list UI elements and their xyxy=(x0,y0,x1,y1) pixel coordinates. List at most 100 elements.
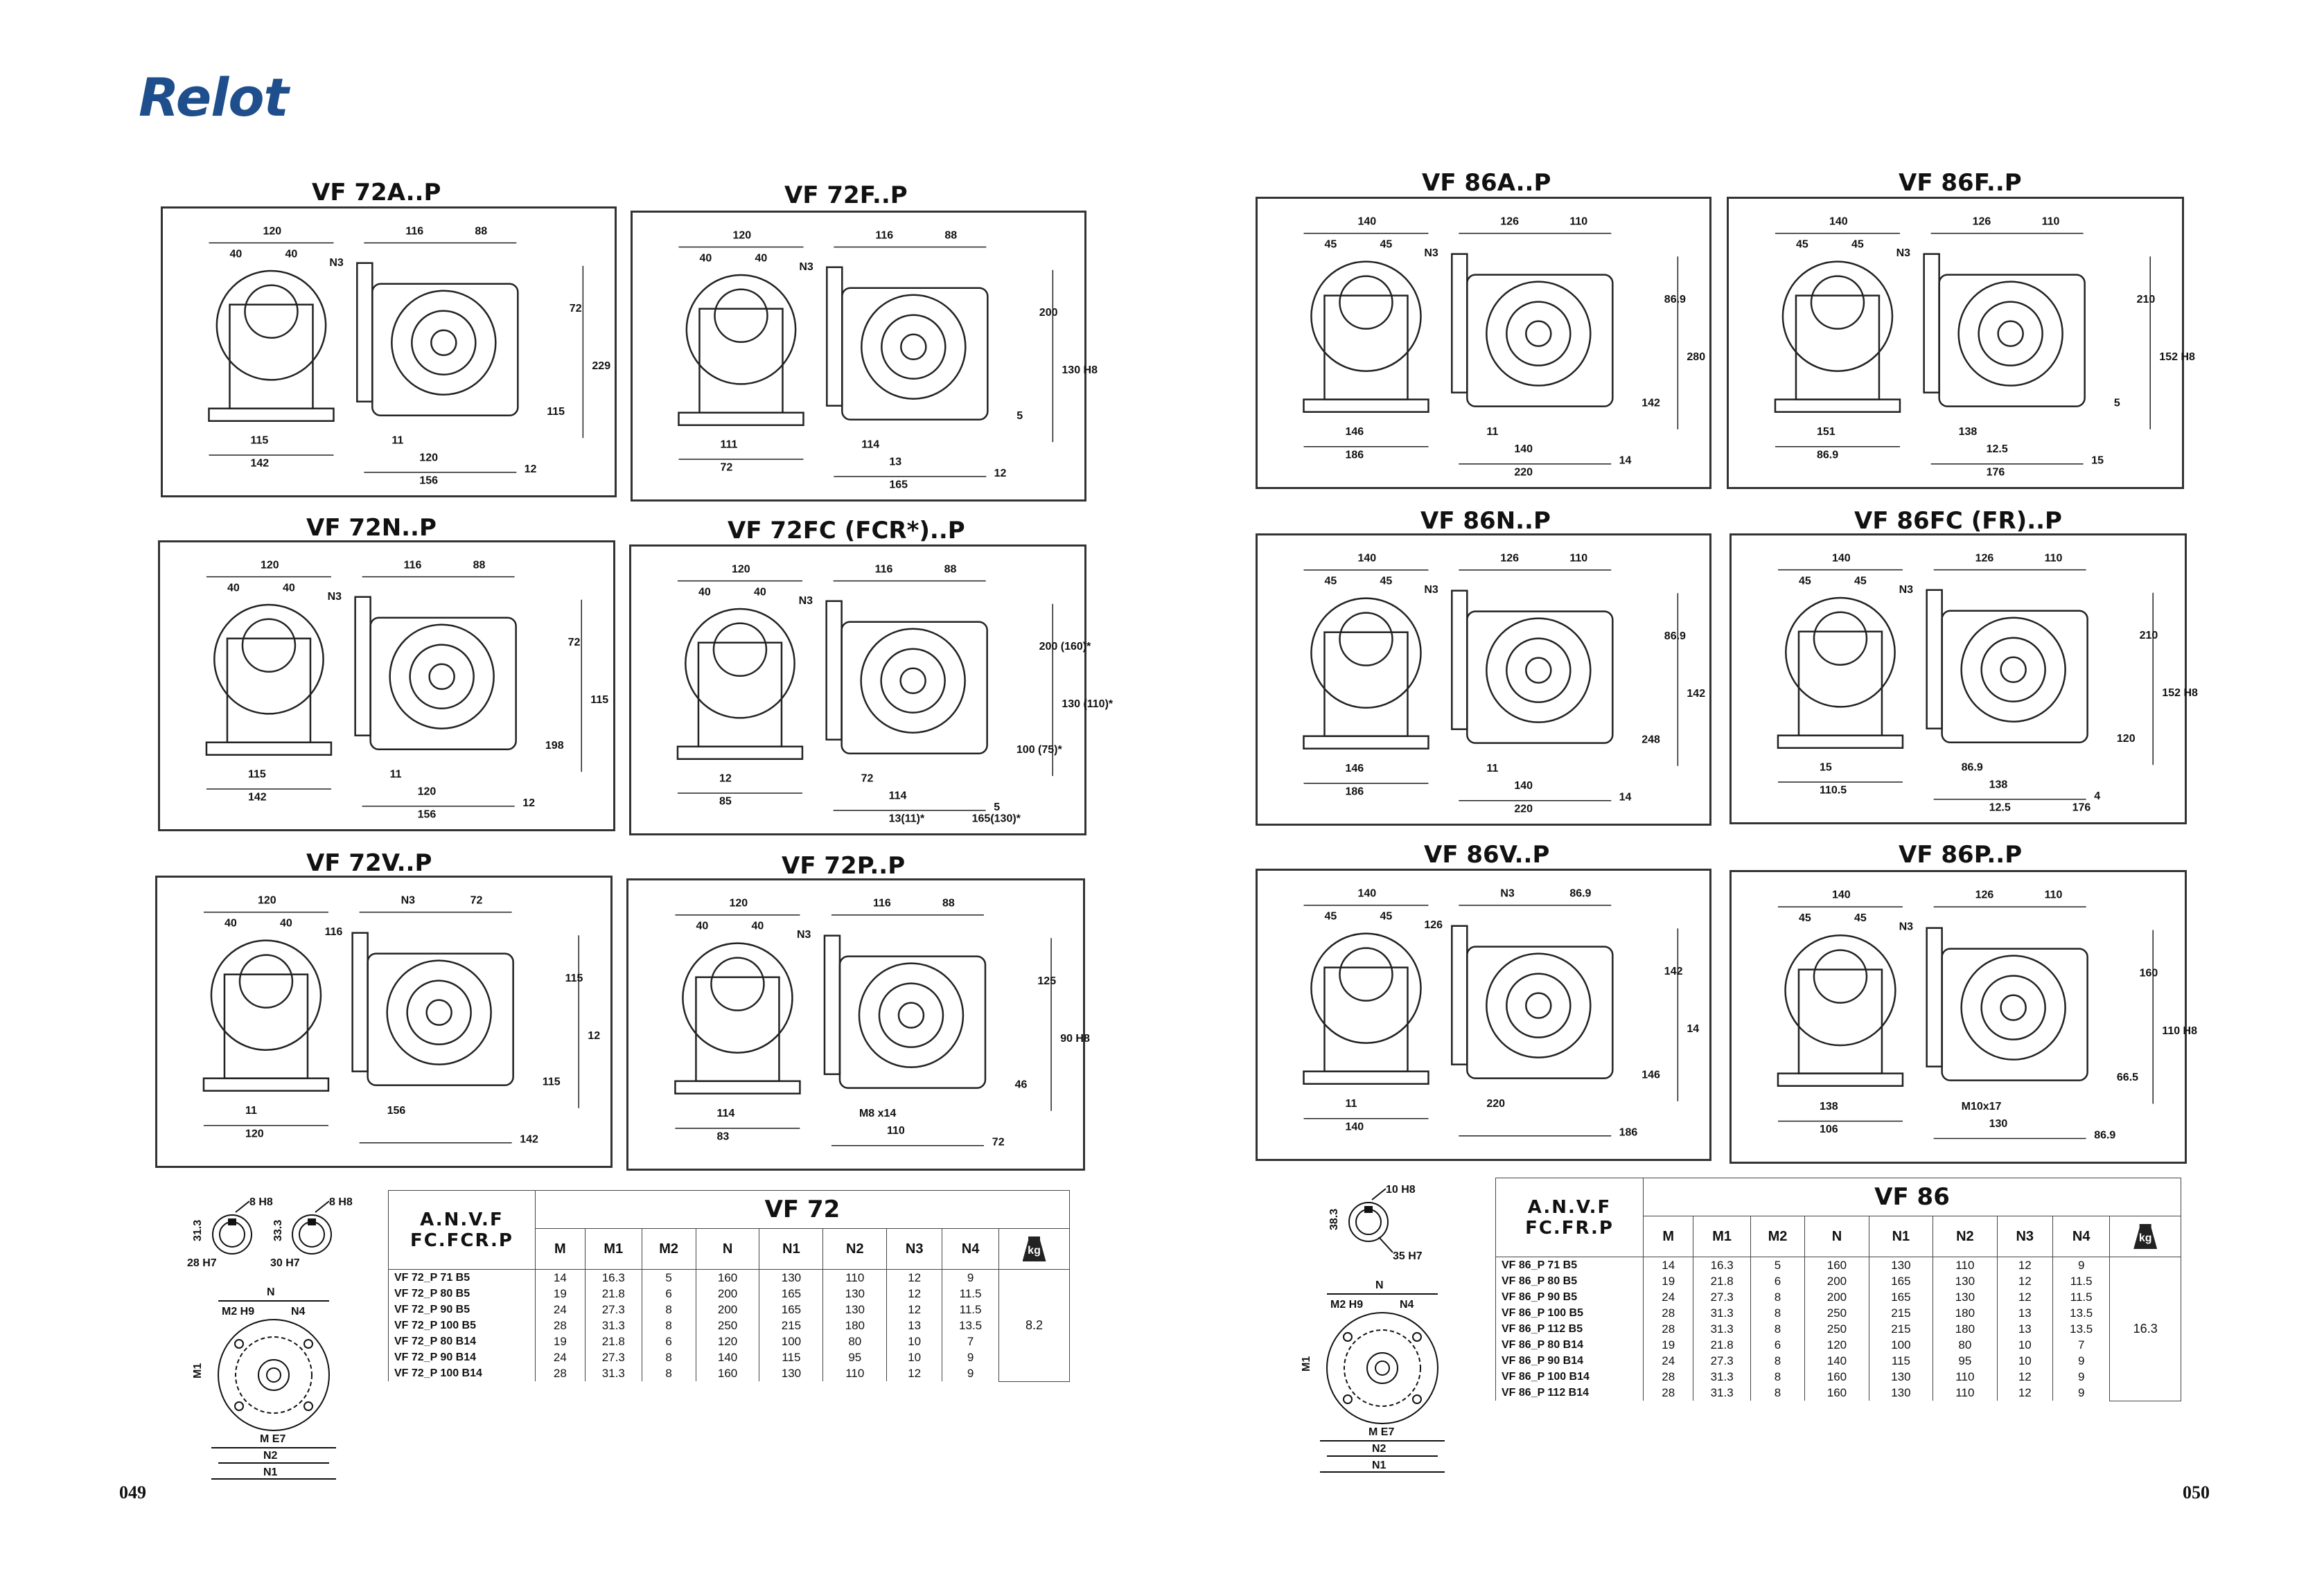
dim-label: 140 xyxy=(1829,215,1848,227)
dim-label: N3 xyxy=(799,261,813,273)
shaft-figure-vf86: 10 H8 38.3 35 H7 xyxy=(1317,1178,1434,1268)
dim-label: N3 xyxy=(401,894,416,906)
column-header: N xyxy=(1804,1216,1869,1257)
dim-label: 13(11)* xyxy=(889,813,925,824)
table-cell: VF 86_P 100 B14 xyxy=(1495,1369,1644,1385)
dim-label: 126 xyxy=(1500,215,1519,227)
dim-label: 40 xyxy=(225,918,237,930)
table-cell: 8 xyxy=(1750,1305,1806,1321)
table-cell: 165 xyxy=(759,1302,824,1318)
dim-label: N3 xyxy=(1424,247,1438,259)
dim-label: 116 xyxy=(325,926,343,938)
dim-label: 40 xyxy=(280,918,292,930)
panel-title-vf86f: VF 86F..P xyxy=(1899,169,2022,197)
dim-label: 200 xyxy=(1039,307,1058,319)
table-cell: 130 xyxy=(1933,1273,1998,1289)
table-cell: 140 xyxy=(695,1349,760,1365)
dim-label: 280 xyxy=(1687,351,1705,363)
table-cell: 12 xyxy=(1996,1257,2053,1273)
flange-label-n1: N1 xyxy=(263,1466,278,1478)
table-cell: 6 xyxy=(1750,1337,1806,1353)
weight-header: kg xyxy=(2109,1216,2181,1257)
dim-label: 72 xyxy=(568,637,581,648)
flange-figure-vf86: N M2 H9 N4 M1 M E7 N2 N1 xyxy=(1296,1275,1462,1482)
table-cell: 200 xyxy=(695,1302,760,1318)
dim-label: 40 xyxy=(751,921,764,932)
dim-label: 110 xyxy=(1569,215,1587,227)
dim-label: 120 xyxy=(263,225,281,237)
table-cell: 6 xyxy=(641,1333,696,1349)
dim-label: 11 xyxy=(245,1105,257,1117)
dim-label: 106 xyxy=(1820,1124,1838,1135)
dim-label: 86.9 xyxy=(1817,449,1838,461)
table-cell: 180 xyxy=(1933,1321,1998,1337)
table-cell: 110 xyxy=(1933,1385,1998,1401)
dim-label: 116 xyxy=(875,563,893,575)
table-cell: 130 xyxy=(1868,1385,1934,1401)
table-cell: VF 86_P 112 B5 xyxy=(1495,1321,1644,1337)
dim-label: 5 xyxy=(1016,410,1023,422)
dim-label: 5 xyxy=(2114,398,2120,409)
dim-label: 126 xyxy=(1500,552,1519,564)
dim-label: 40 xyxy=(755,252,767,264)
dim-label: 88 xyxy=(942,897,955,909)
shaft-label-35h7: 35 H7 xyxy=(1393,1250,1423,1262)
dim-label: 40 xyxy=(283,582,295,594)
dim-label: 14 xyxy=(1619,792,1632,804)
panel-title-vf72p: VF 72P..P xyxy=(782,852,906,880)
table-cell: 12 xyxy=(886,1365,943,1381)
table-cell: 13 xyxy=(1996,1321,2053,1337)
dim-label: 45 xyxy=(1799,575,1811,587)
flange-label-m1: M1 xyxy=(192,1363,204,1378)
weight-header: kg xyxy=(998,1228,1070,1270)
column-header: M2 xyxy=(1750,1216,1806,1257)
dim-label: 46 xyxy=(1015,1079,1028,1091)
table-cell: 14 xyxy=(534,1269,586,1286)
flange-label-m2: M2 H9 xyxy=(222,1306,254,1318)
table-cell: 31.3 xyxy=(1693,1321,1751,1337)
table-cell: 11.5 xyxy=(942,1286,1000,1302)
dim-label: 138 xyxy=(1959,426,1978,438)
dim-label: 40 xyxy=(754,586,766,598)
table-cell: 9 xyxy=(2052,1353,2111,1369)
dim-label: 66.5 xyxy=(2117,1072,2138,1083)
dim-label: 110 xyxy=(2042,215,2060,227)
dim-label: 12 xyxy=(525,463,537,475)
dim-label: 130 xyxy=(1989,1118,2008,1130)
table-cell: 130 xyxy=(822,1286,888,1302)
dim-label: 146 xyxy=(1345,426,1364,438)
table-cell: 250 xyxy=(1804,1321,1869,1337)
table-cell: 13 xyxy=(1996,1305,2053,1321)
dim-label: 45 xyxy=(1380,911,1392,923)
dim-label: 140 xyxy=(1357,215,1376,227)
table-cell: 140 xyxy=(1804,1353,1869,1369)
dim-label: 12.5 xyxy=(1987,443,2008,455)
dim-label: 140 xyxy=(1514,443,1533,455)
dim-label: 14 xyxy=(1687,1023,1699,1035)
dim-label: 140 xyxy=(1345,1121,1364,1133)
column-header: M xyxy=(534,1228,586,1270)
dim-label: 86.9 xyxy=(2094,1130,2115,1142)
dim-label: 120 xyxy=(732,563,750,575)
dim-label: 229 xyxy=(592,360,610,372)
column-header: M xyxy=(1643,1216,1694,1257)
table-cell: 120 xyxy=(695,1333,760,1349)
dim-label: 11 xyxy=(390,768,402,780)
table-cell: 28 xyxy=(1643,1305,1694,1321)
dim-label: 86.9 xyxy=(1962,761,1983,773)
dim-label: 110 xyxy=(887,1125,905,1137)
table-cell: 250 xyxy=(695,1318,760,1333)
column-header: M1 xyxy=(584,1228,642,1270)
table-cell: 250 xyxy=(1804,1305,1869,1321)
table-cell: VF 86_P 90 B5 xyxy=(1495,1289,1644,1305)
table-cell: 9 xyxy=(2052,1369,2111,1385)
dim-label: 110 xyxy=(1569,552,1587,564)
table-cell: 9 xyxy=(2052,1385,2111,1401)
panel-title-vf86fc: VF 86FC (FR)..P xyxy=(1854,507,2062,535)
dim-label: 12 xyxy=(719,772,732,784)
dim-label: 72 xyxy=(861,772,874,784)
